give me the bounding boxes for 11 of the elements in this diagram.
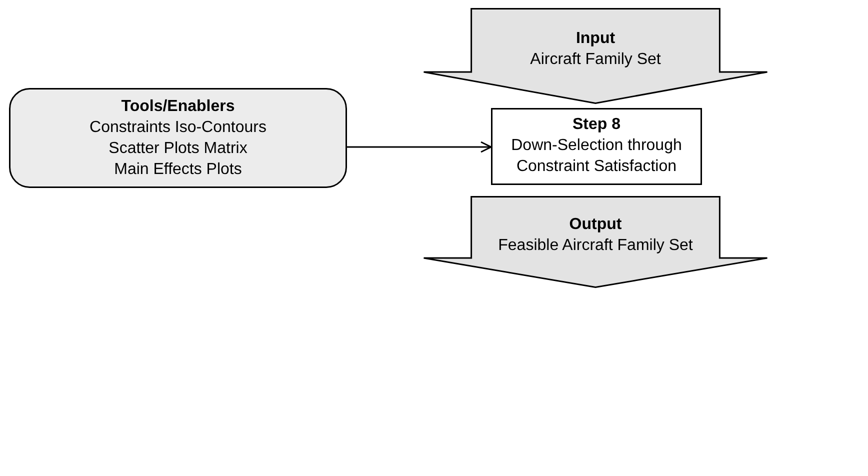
node-text: Constraints Iso-Contours <box>90 118 266 138</box>
node-heading: Step 8 <box>572 115 620 135</box>
node-text: Aircraft Family Set <box>530 50 661 70</box>
arrow <box>347 141 492 153</box>
node-heading: Output <box>569 215 622 235</box>
node-heading: Input <box>576 29 616 49</box>
node-text: Feasible Aircraft Family Set <box>498 236 693 256</box>
node-text: Scatter Plots Matrix <box>108 139 248 159</box>
node-text: Main Effects Plots <box>114 160 242 180</box>
node-heading: Tools/Enablers <box>121 97 235 117</box>
node-text: Down-Selection through Constraint Satisfaction <box>510 136 683 177</box>
